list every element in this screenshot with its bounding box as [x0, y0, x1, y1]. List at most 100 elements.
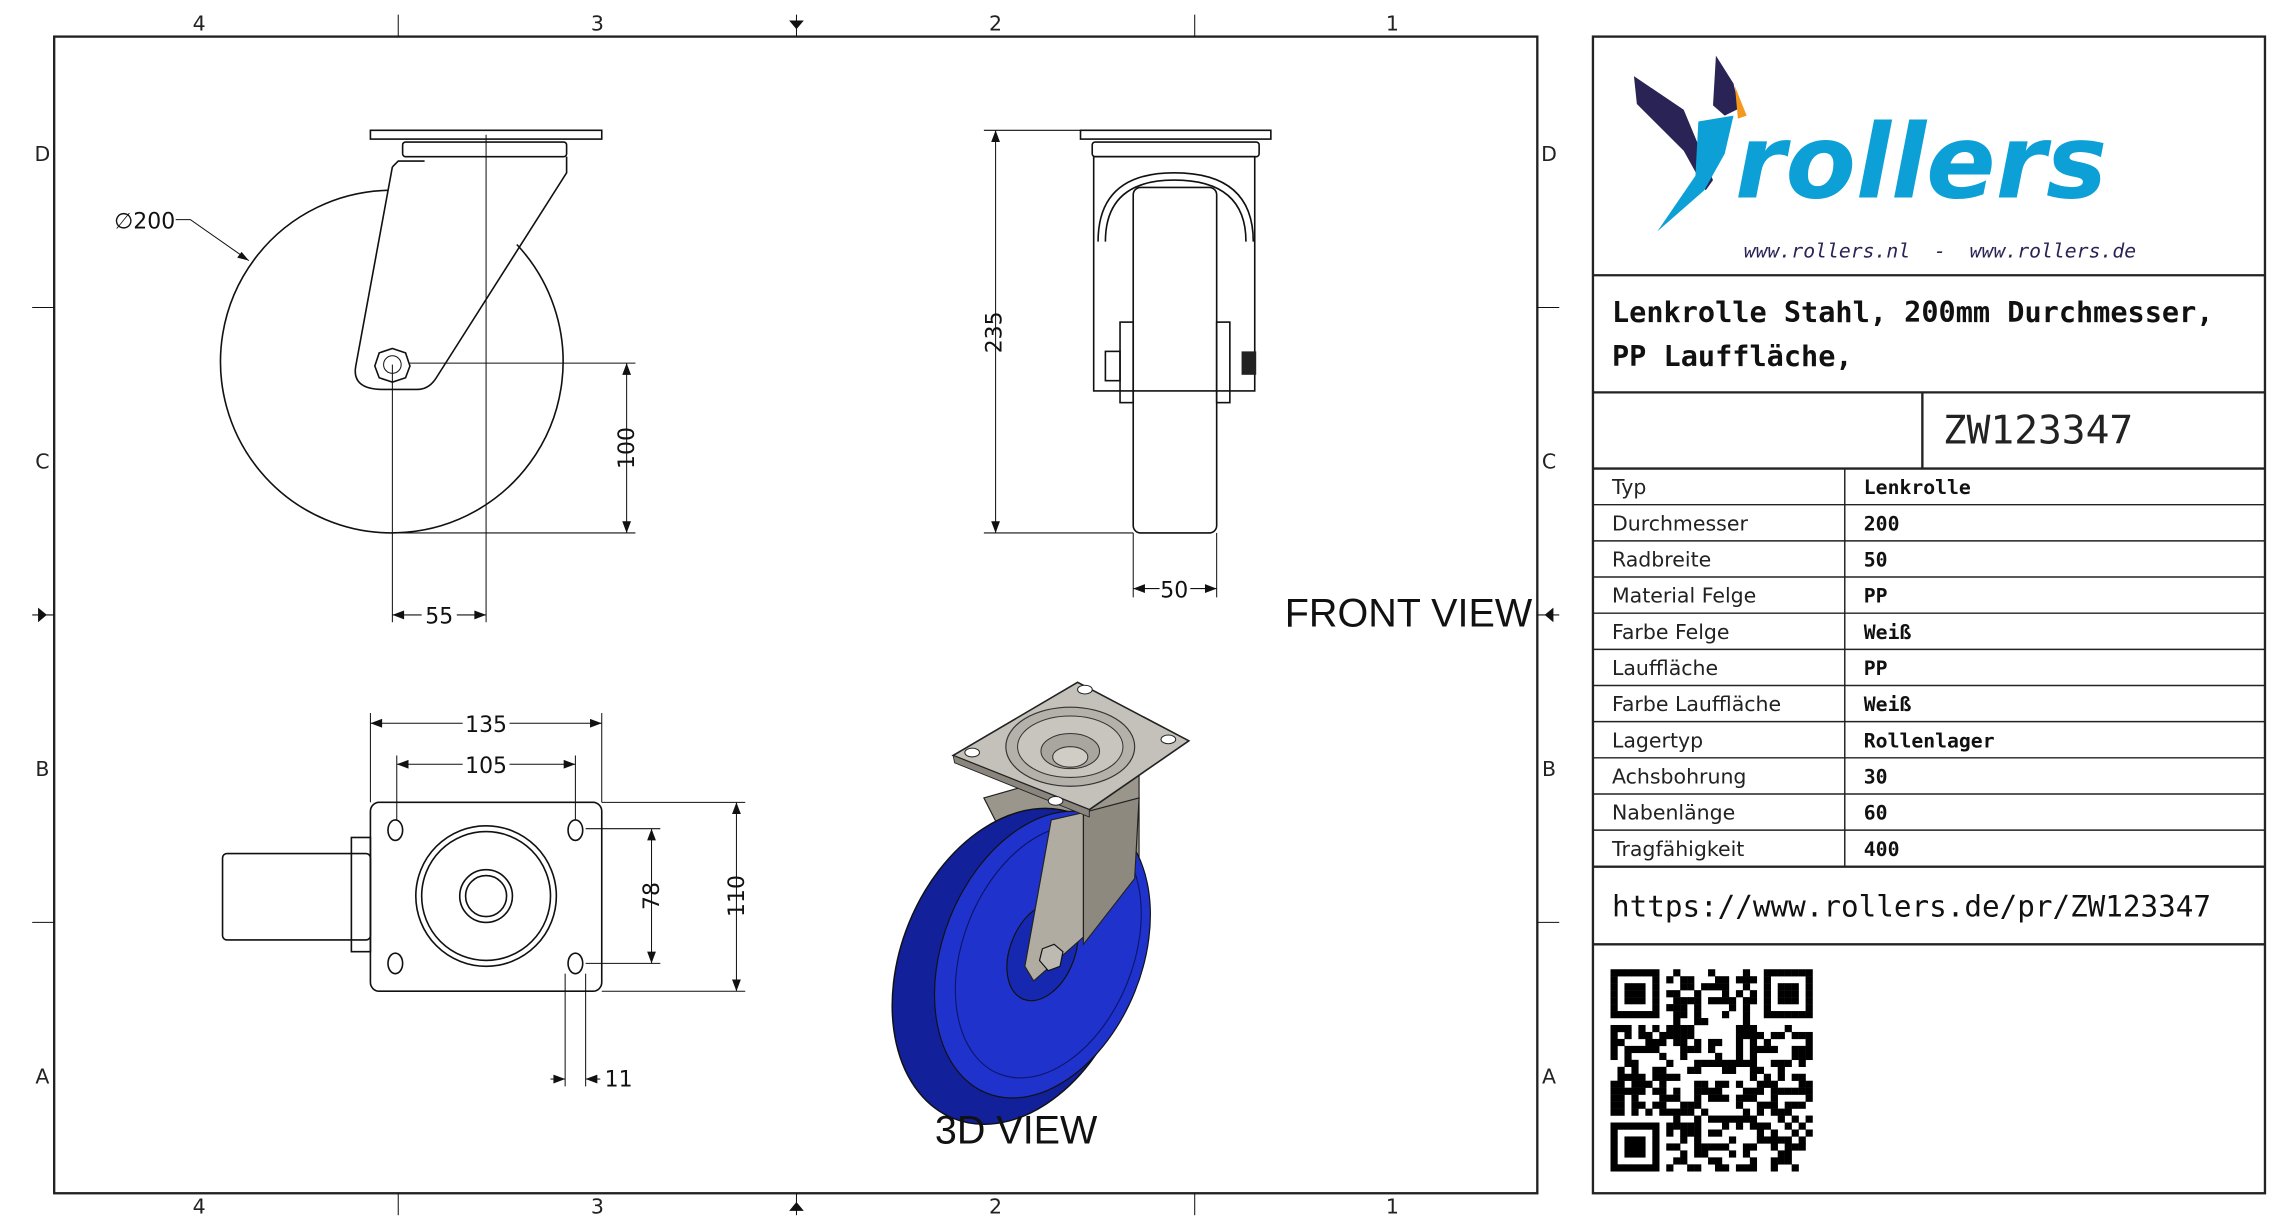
qr-module	[1617, 1108, 1625, 1116]
qr-module	[1715, 976, 1723, 984]
qr-module	[1694, 1011, 1702, 1019]
qr-module	[1638, 983, 1646, 991]
qr-module	[1638, 1031, 1646, 1040]
qr-module	[1652, 1004, 1660, 1012]
qr-module	[1708, 1115, 1716, 1123]
qr-module	[1742, 997, 1751, 1005]
qr-module	[1763, 1045, 1771, 1054]
qr-module	[1742, 969, 1751, 977]
qr-module	[1798, 1087, 1806, 1095]
dim-total-height: 235	[982, 130, 1007, 533]
qr-module	[1749, 1157, 1758, 1165]
qr-module	[1749, 1059, 1758, 1068]
qr-module	[1735, 1052, 1744, 1061]
qr-module	[1721, 1011, 1730, 1019]
qr-module	[1721, 990, 1730, 998]
qr-module	[1631, 1101, 1639, 1109]
spec-label: Farbe Felge	[1612, 620, 1730, 644]
qr-module	[1742, 1024, 1751, 1033]
qr-module	[1645, 1122, 1653, 1130]
qr-module	[1805, 976, 1813, 984]
zone-col-3-top: 3	[591, 12, 604, 36]
qr-module	[1659, 1031, 1667, 1040]
qr-module	[1791, 1143, 1799, 1151]
qr-module	[1784, 1122, 1792, 1130]
qr-module	[1680, 1136, 1688, 1144]
qr-module	[1805, 969, 1813, 977]
caster-3d-render	[891, 681, 1191, 1125]
qr-module	[1694, 1038, 1702, 1047]
qr-module	[1777, 990, 1785, 998]
qr-module	[1749, 1087, 1758, 1095]
qr-module	[1638, 1101, 1646, 1109]
logo-urls: www.rollers.nl - www.rollers.de	[1744, 240, 2136, 263]
top-view: 135 105 78 110 11	[221, 713, 750, 1092]
qr-module	[1659, 1066, 1667, 1074]
qr-module	[1756, 1108, 1765, 1116]
qr-module	[1610, 976, 1618, 984]
qr-module	[1645, 1108, 1653, 1116]
qr-module	[1770, 1164, 1778, 1172]
qr-module	[1631, 1066, 1639, 1074]
qr-module	[1777, 1115, 1785, 1123]
qr-module	[1610, 1080, 1618, 1088]
zone-row-c-right: C	[1542, 450, 1556, 474]
spec-value: Weiß	[1864, 693, 1912, 716]
qr-module	[1770, 1129, 1778, 1137]
qr-module	[1742, 1115, 1751, 1123]
qr-module	[1749, 1164, 1758, 1172]
qr-module	[1721, 1164, 1730, 1172]
qr-module	[1715, 1164, 1723, 1172]
dim-50-label: 50	[1160, 578, 1188, 603]
qr-module	[1701, 1087, 1709, 1095]
qr-module	[1638, 1164, 1646, 1172]
qr-module	[1763, 990, 1771, 998]
qr-module	[1610, 1122, 1618, 1130]
title-line-2: PP Lauffläche,	[1612, 339, 1853, 373]
qr-module	[1659, 1101, 1667, 1109]
qr-module	[1784, 969, 1792, 977]
zone-row-a-right: A	[1542, 1064, 1556, 1088]
qr-module	[1721, 1143, 1730, 1151]
qr-module	[1784, 1087, 1792, 1095]
zone-row-b-right: B	[1542, 757, 1556, 781]
qr-module	[1770, 1157, 1778, 1165]
qr-module	[1680, 1129, 1688, 1137]
qr-module	[1805, 983, 1813, 991]
qr-module	[1666, 1094, 1674, 1102]
qr-module	[1673, 1073, 1681, 1081]
qr-module	[1770, 1080, 1778, 1088]
product-url[interactable]: https://www.rollers.de/pr/ZW123347	[1612, 890, 2211, 924]
qr-module	[1749, 1143, 1758, 1151]
qr-module	[1610, 990, 1618, 998]
qr-module	[1673, 1038, 1681, 1047]
qr-module	[1715, 1094, 1723, 1102]
qr-module	[1777, 969, 1785, 977]
qr-code	[1610, 969, 1813, 1172]
qr-module	[1715, 1157, 1723, 1165]
qr-module	[1624, 1011, 1632, 1019]
qr-module	[1728, 1115, 1737, 1123]
qr-module	[1749, 1045, 1758, 1054]
qr-module	[1659, 1038, 1667, 1047]
qr-module	[1652, 983, 1660, 991]
dim-axle-height: 100	[615, 363, 640, 533]
qr-module	[1728, 997, 1737, 1005]
qr-module	[1777, 1066, 1785, 1074]
qr-module	[1735, 1101, 1744, 1109]
qr-module	[1749, 1031, 1758, 1040]
qr-module	[1652, 1101, 1660, 1109]
qr-module	[1763, 1004, 1771, 1012]
qr-module	[1694, 1094, 1702, 1102]
qr-module	[1694, 1004, 1702, 1012]
qr-module	[1617, 1024, 1625, 1033]
qr-module	[1631, 1059, 1639, 1068]
qr-module	[1687, 1024, 1695, 1033]
qr-module	[1756, 1066, 1765, 1074]
qr-module	[1638, 1150, 1646, 1158]
spec-label: Durchmesser	[1612, 511, 1748, 535]
qr-module	[1715, 1087, 1723, 1095]
qr-module	[1631, 997, 1639, 1005]
qr-module	[1742, 1164, 1751, 1172]
